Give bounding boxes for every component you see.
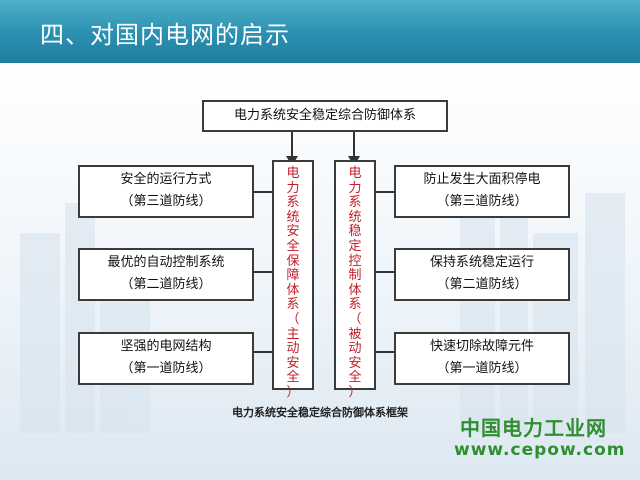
vchar: 全 xyxy=(286,370,300,386)
right-box-2-defense: （第二道防线） xyxy=(436,277,528,292)
vchar: 安 xyxy=(286,355,300,371)
vchar: 系 xyxy=(348,195,362,211)
vchar: ） xyxy=(286,384,300,400)
vchar: 统 xyxy=(286,209,300,225)
top-system-box: 电力系统安全稳定综合防御体系 xyxy=(202,100,448,132)
vchar: 全 xyxy=(348,370,362,386)
vchar: 主 xyxy=(286,326,300,342)
left-box-1: 安全的运行方式 （第三道防线） xyxy=(78,165,254,218)
vchar: 安 xyxy=(286,224,300,240)
vchar: 稳 xyxy=(348,224,362,240)
vchar: 统 xyxy=(348,209,362,225)
right-box-1: 防止发生大面积停电 （第三道防线） xyxy=(394,165,570,218)
vchar: 电 xyxy=(286,166,300,181)
vchar: 障 xyxy=(286,268,300,284)
right-box-3-title: 快速切除故障元件 xyxy=(429,339,534,354)
vchar: 安 xyxy=(348,355,362,371)
vchar: ） xyxy=(348,384,362,400)
right-box-1-title: 防止发生大面积停电 xyxy=(423,172,541,187)
left-box-3: 坚强的电网结构 （第一道防线） xyxy=(78,332,254,385)
slide-header: 四、对国内电网的启示 xyxy=(0,0,640,63)
right-box-3: 快速切除故障元件 （第一道防线） xyxy=(394,332,570,385)
left-box-1-title: 安全的运行方式 xyxy=(120,172,212,187)
right-box-2-title: 保持系统稳定运行 xyxy=(429,255,534,270)
right-box-2: 保持系统稳定运行 （第二道防线） xyxy=(394,248,570,301)
vchar: 全 xyxy=(286,238,300,254)
vchar: 定 xyxy=(348,238,362,254)
vchar: 控 xyxy=(348,253,362,269)
vchar: 体 xyxy=(348,282,362,298)
diagram-caption: 电力系统安全稳定综合防御体系框架 xyxy=(232,406,408,419)
left-box-2-defense: （第二道防线） xyxy=(120,277,212,292)
stability-control-vertical-box: 电 力 系 统 稳 定 控 制 体 系 （ 被 动 安 全 ） xyxy=(334,160,376,400)
left-box-2-title: 最优的自动控制系统 xyxy=(107,255,225,270)
slide-title: 四、对国内电网的启示 xyxy=(40,21,290,49)
watermark-brand: 中国电力工业网 xyxy=(460,416,607,440)
vchar: 力 xyxy=(286,180,300,196)
security-assurance-vertical-box: 电 力 系 统 安 全 保 障 体 系 （ 主 动 安 全 ） xyxy=(272,160,314,400)
vchar: 体 xyxy=(286,282,300,298)
top-system-label: 电力系统安全稳定综合防御体系 xyxy=(233,108,416,123)
vchar: 电 xyxy=(348,166,362,181)
left-box-2: 最优的自动控制系统 （第二道防线） xyxy=(78,248,254,301)
right-box-3-defense: （第一道防线） xyxy=(436,361,528,376)
vchar: （ xyxy=(348,311,362,327)
watermark-url: www.cepow.com xyxy=(454,440,626,460)
vchar: （ xyxy=(286,311,300,327)
vchar: 系 xyxy=(348,297,362,313)
left-box-1-defense: （第三道防线） xyxy=(120,194,212,209)
vchar: 动 xyxy=(286,341,300,357)
vchar: 力 xyxy=(348,180,362,196)
vchar: 被 xyxy=(348,326,362,342)
left-box-3-defense: （第一道防线） xyxy=(120,361,212,376)
vchar: 系 xyxy=(286,195,300,211)
vchar: 制 xyxy=(348,268,362,284)
vchar: 保 xyxy=(286,253,300,269)
left-box-3-title: 坚强的电网结构 xyxy=(120,339,212,354)
vchar: 系 xyxy=(286,297,300,313)
vchar: 动 xyxy=(348,341,362,357)
right-box-1-defense: （第三道防线） xyxy=(436,194,528,209)
